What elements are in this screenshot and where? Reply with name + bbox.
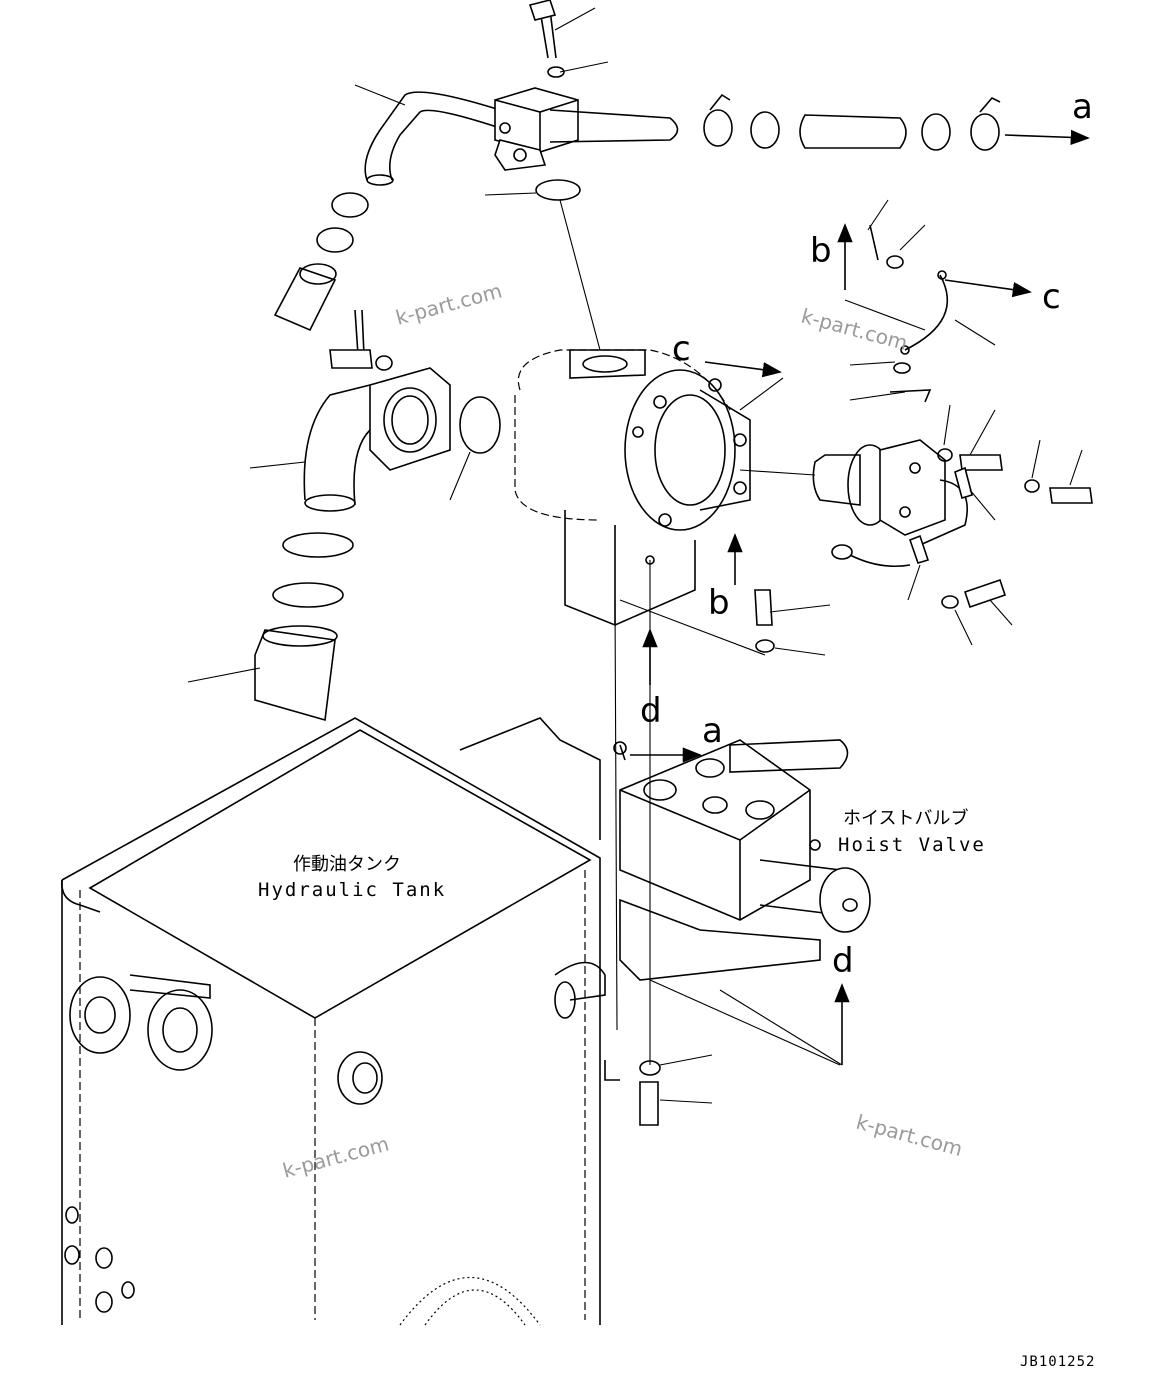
callout-arrows: [630, 129, 1090, 1065]
callout-c-right: c: [1042, 277, 1061, 317]
document-id: JB101252: [1020, 1354, 1095, 1370]
watermark: k-part.com: [799, 304, 910, 355]
pump-housing: [514, 349, 969, 627]
watermark: k-part.com: [280, 1131, 391, 1182]
callout-d-mid: d: [640, 691, 662, 731]
callout-c-mid: c: [672, 329, 691, 369]
hydraulic-tank-label-en: Hydraulic Tank: [258, 879, 446, 901]
hydraulic-tank: [61, 717, 601, 1326]
callout-a-top: a: [1072, 87, 1093, 127]
leader-lines: [187, 7, 1083, 1104]
hoist-valve-label-en: Hoist Valve: [838, 834, 986, 856]
hoist-valve-label-jp: ホイストバルブ: [843, 807, 968, 829]
hose-assembly-left: [254, 192, 501, 722]
callout-b-right: b: [810, 231, 832, 271]
callout-d-right: d: [832, 941, 854, 981]
hardware-right: [619, 224, 1093, 1126]
callout-a-mid: a: [702, 711, 723, 751]
hoist-valve: [459, 717, 871, 1081]
watermark: k-part.com: [393, 278, 504, 329]
watermark: k-part.com: [854, 1110, 965, 1161]
callout-b-mid: b: [708, 583, 730, 623]
hose-assembly-top: [364, 0, 1001, 201]
hydraulic-tank-label-jp: 作動油タンク: [293, 854, 401, 875]
